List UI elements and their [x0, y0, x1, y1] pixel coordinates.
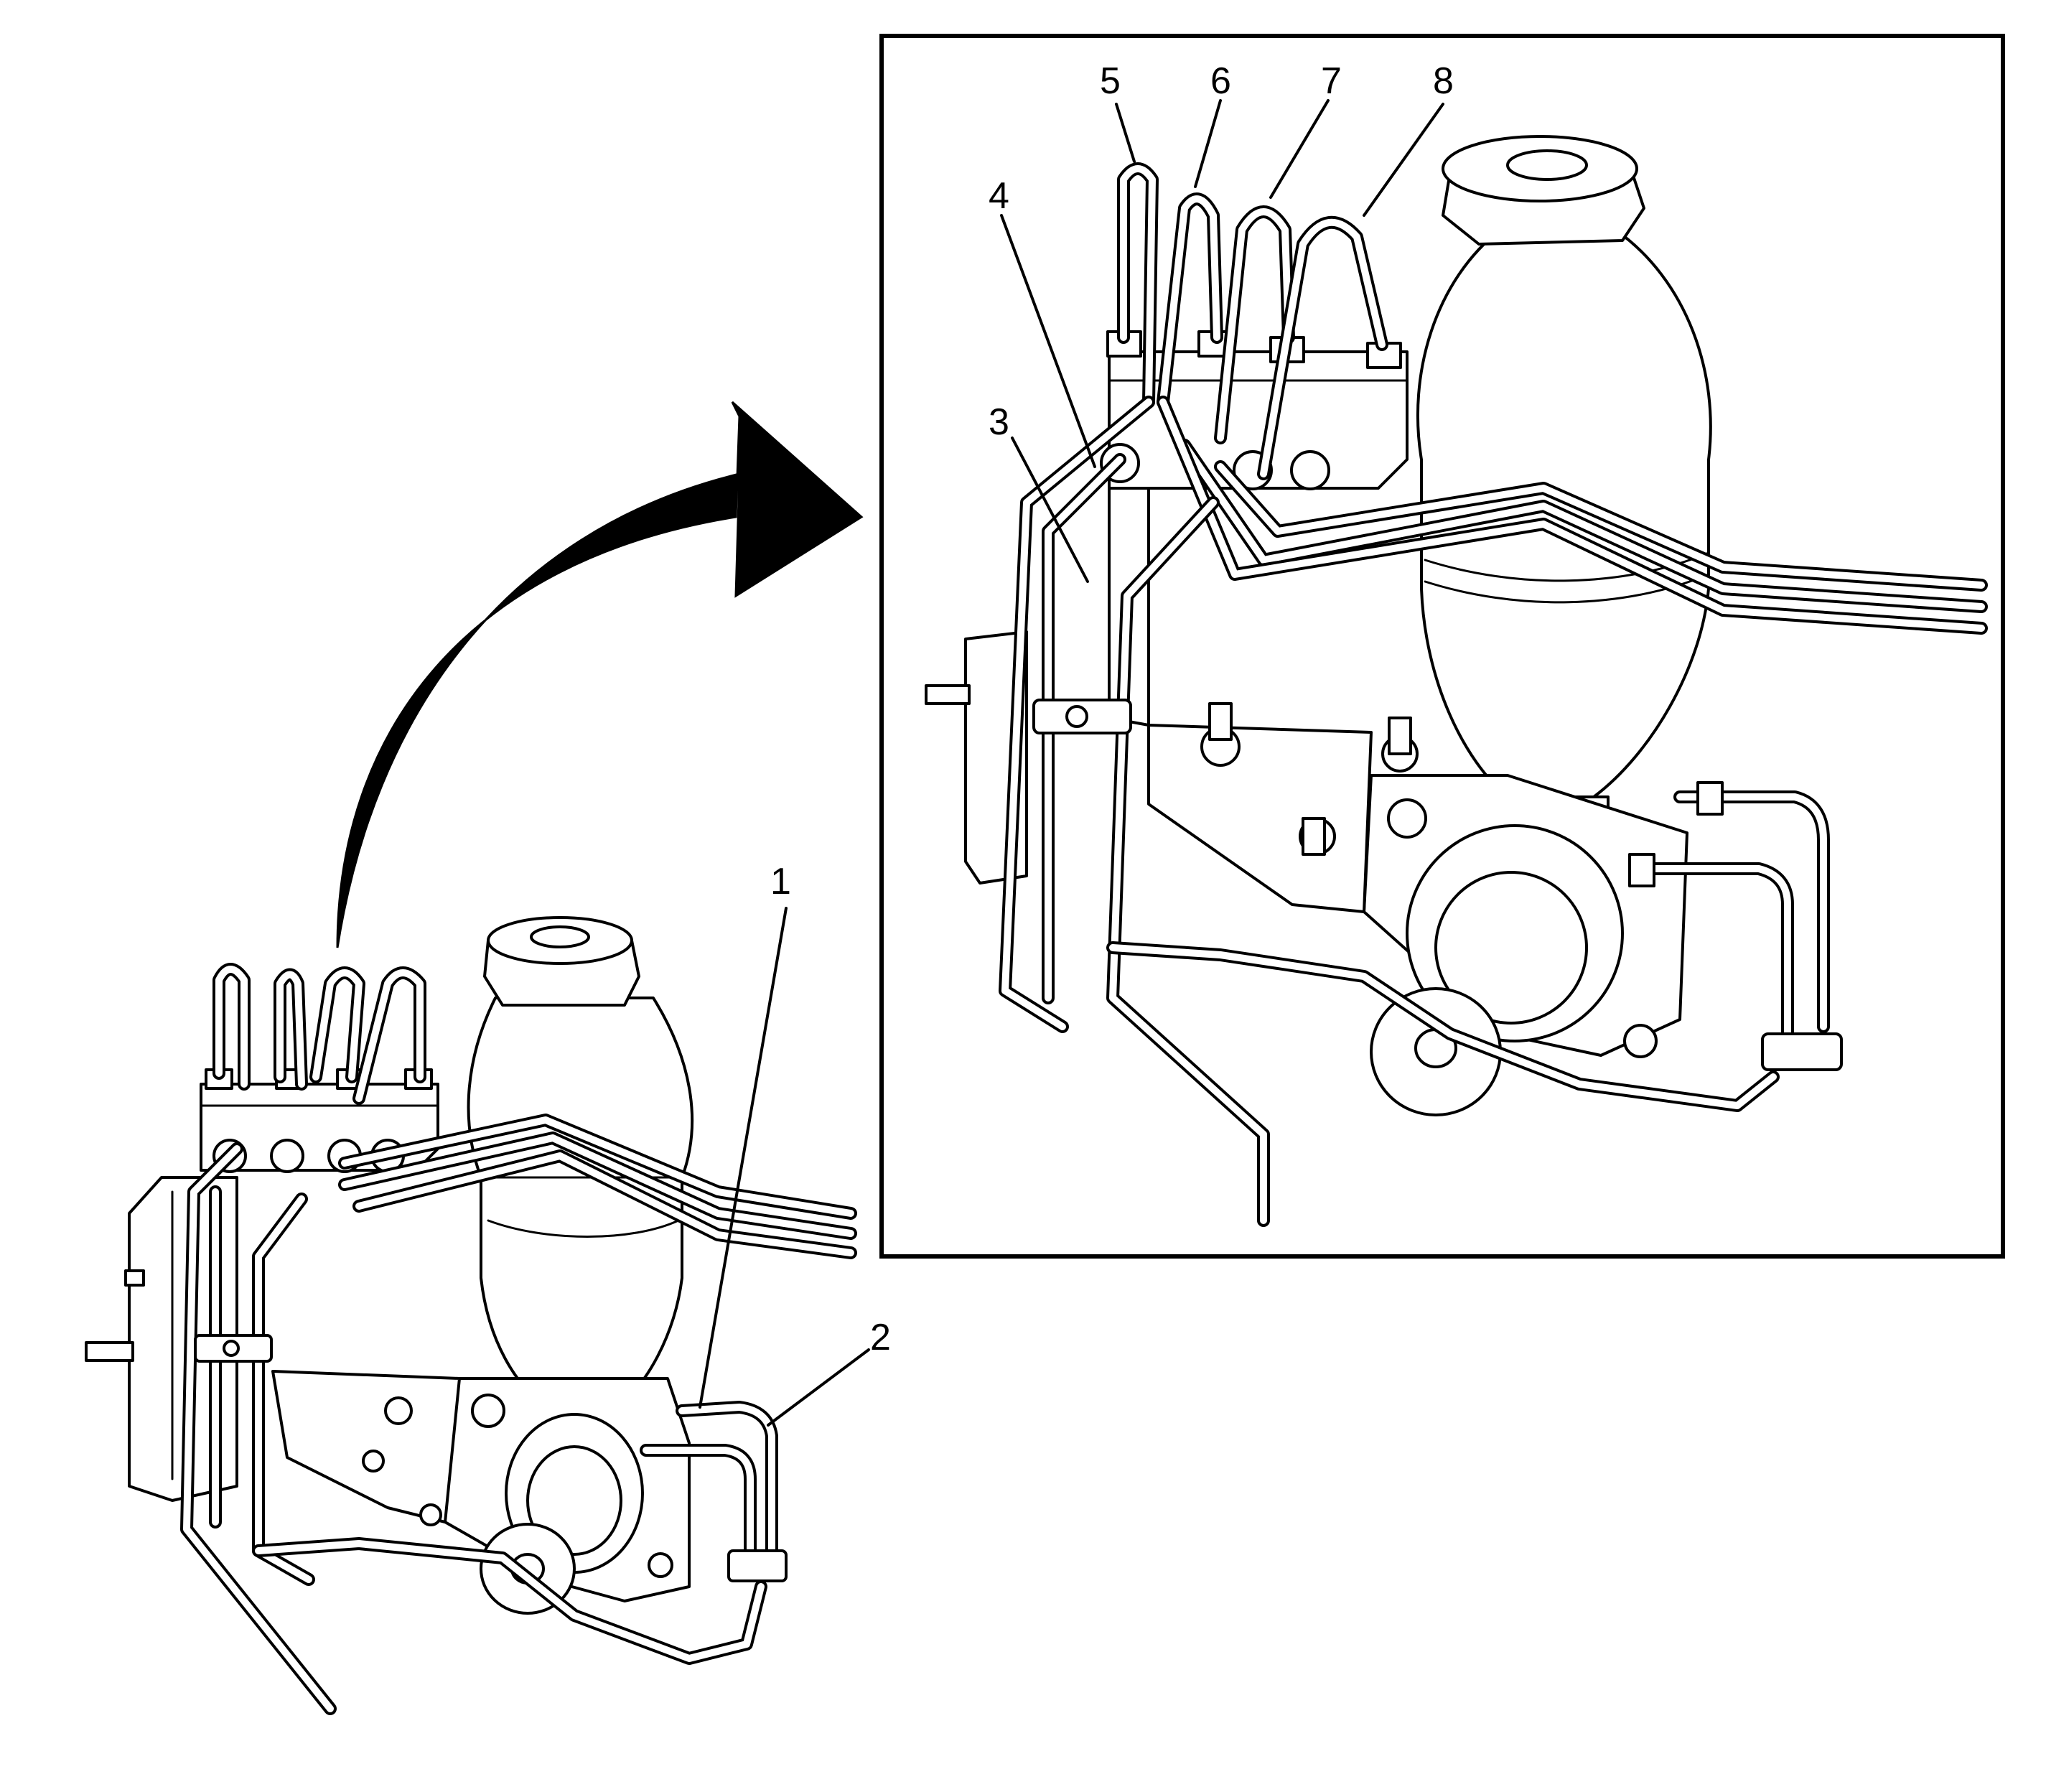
callout-4: 4 [989, 175, 1009, 217]
callout-6: 6 [1210, 60, 1231, 102]
detail-assembly [925, 135, 1988, 1227]
callout-3: 3 [989, 401, 1009, 443]
callout-1: 1 [770, 861, 791, 902]
leader-lines [699, 99, 1444, 1427]
callout-5: 5 [1100, 60, 1121, 102]
overview-assembly [85, 916, 857, 1715]
callout-7: 7 [1321, 60, 1342, 102]
callout-8: 8 [1433, 60, 1454, 102]
callout-2: 2 [870, 1317, 891, 1358]
zoom-arrow-icon [336, 401, 864, 948]
